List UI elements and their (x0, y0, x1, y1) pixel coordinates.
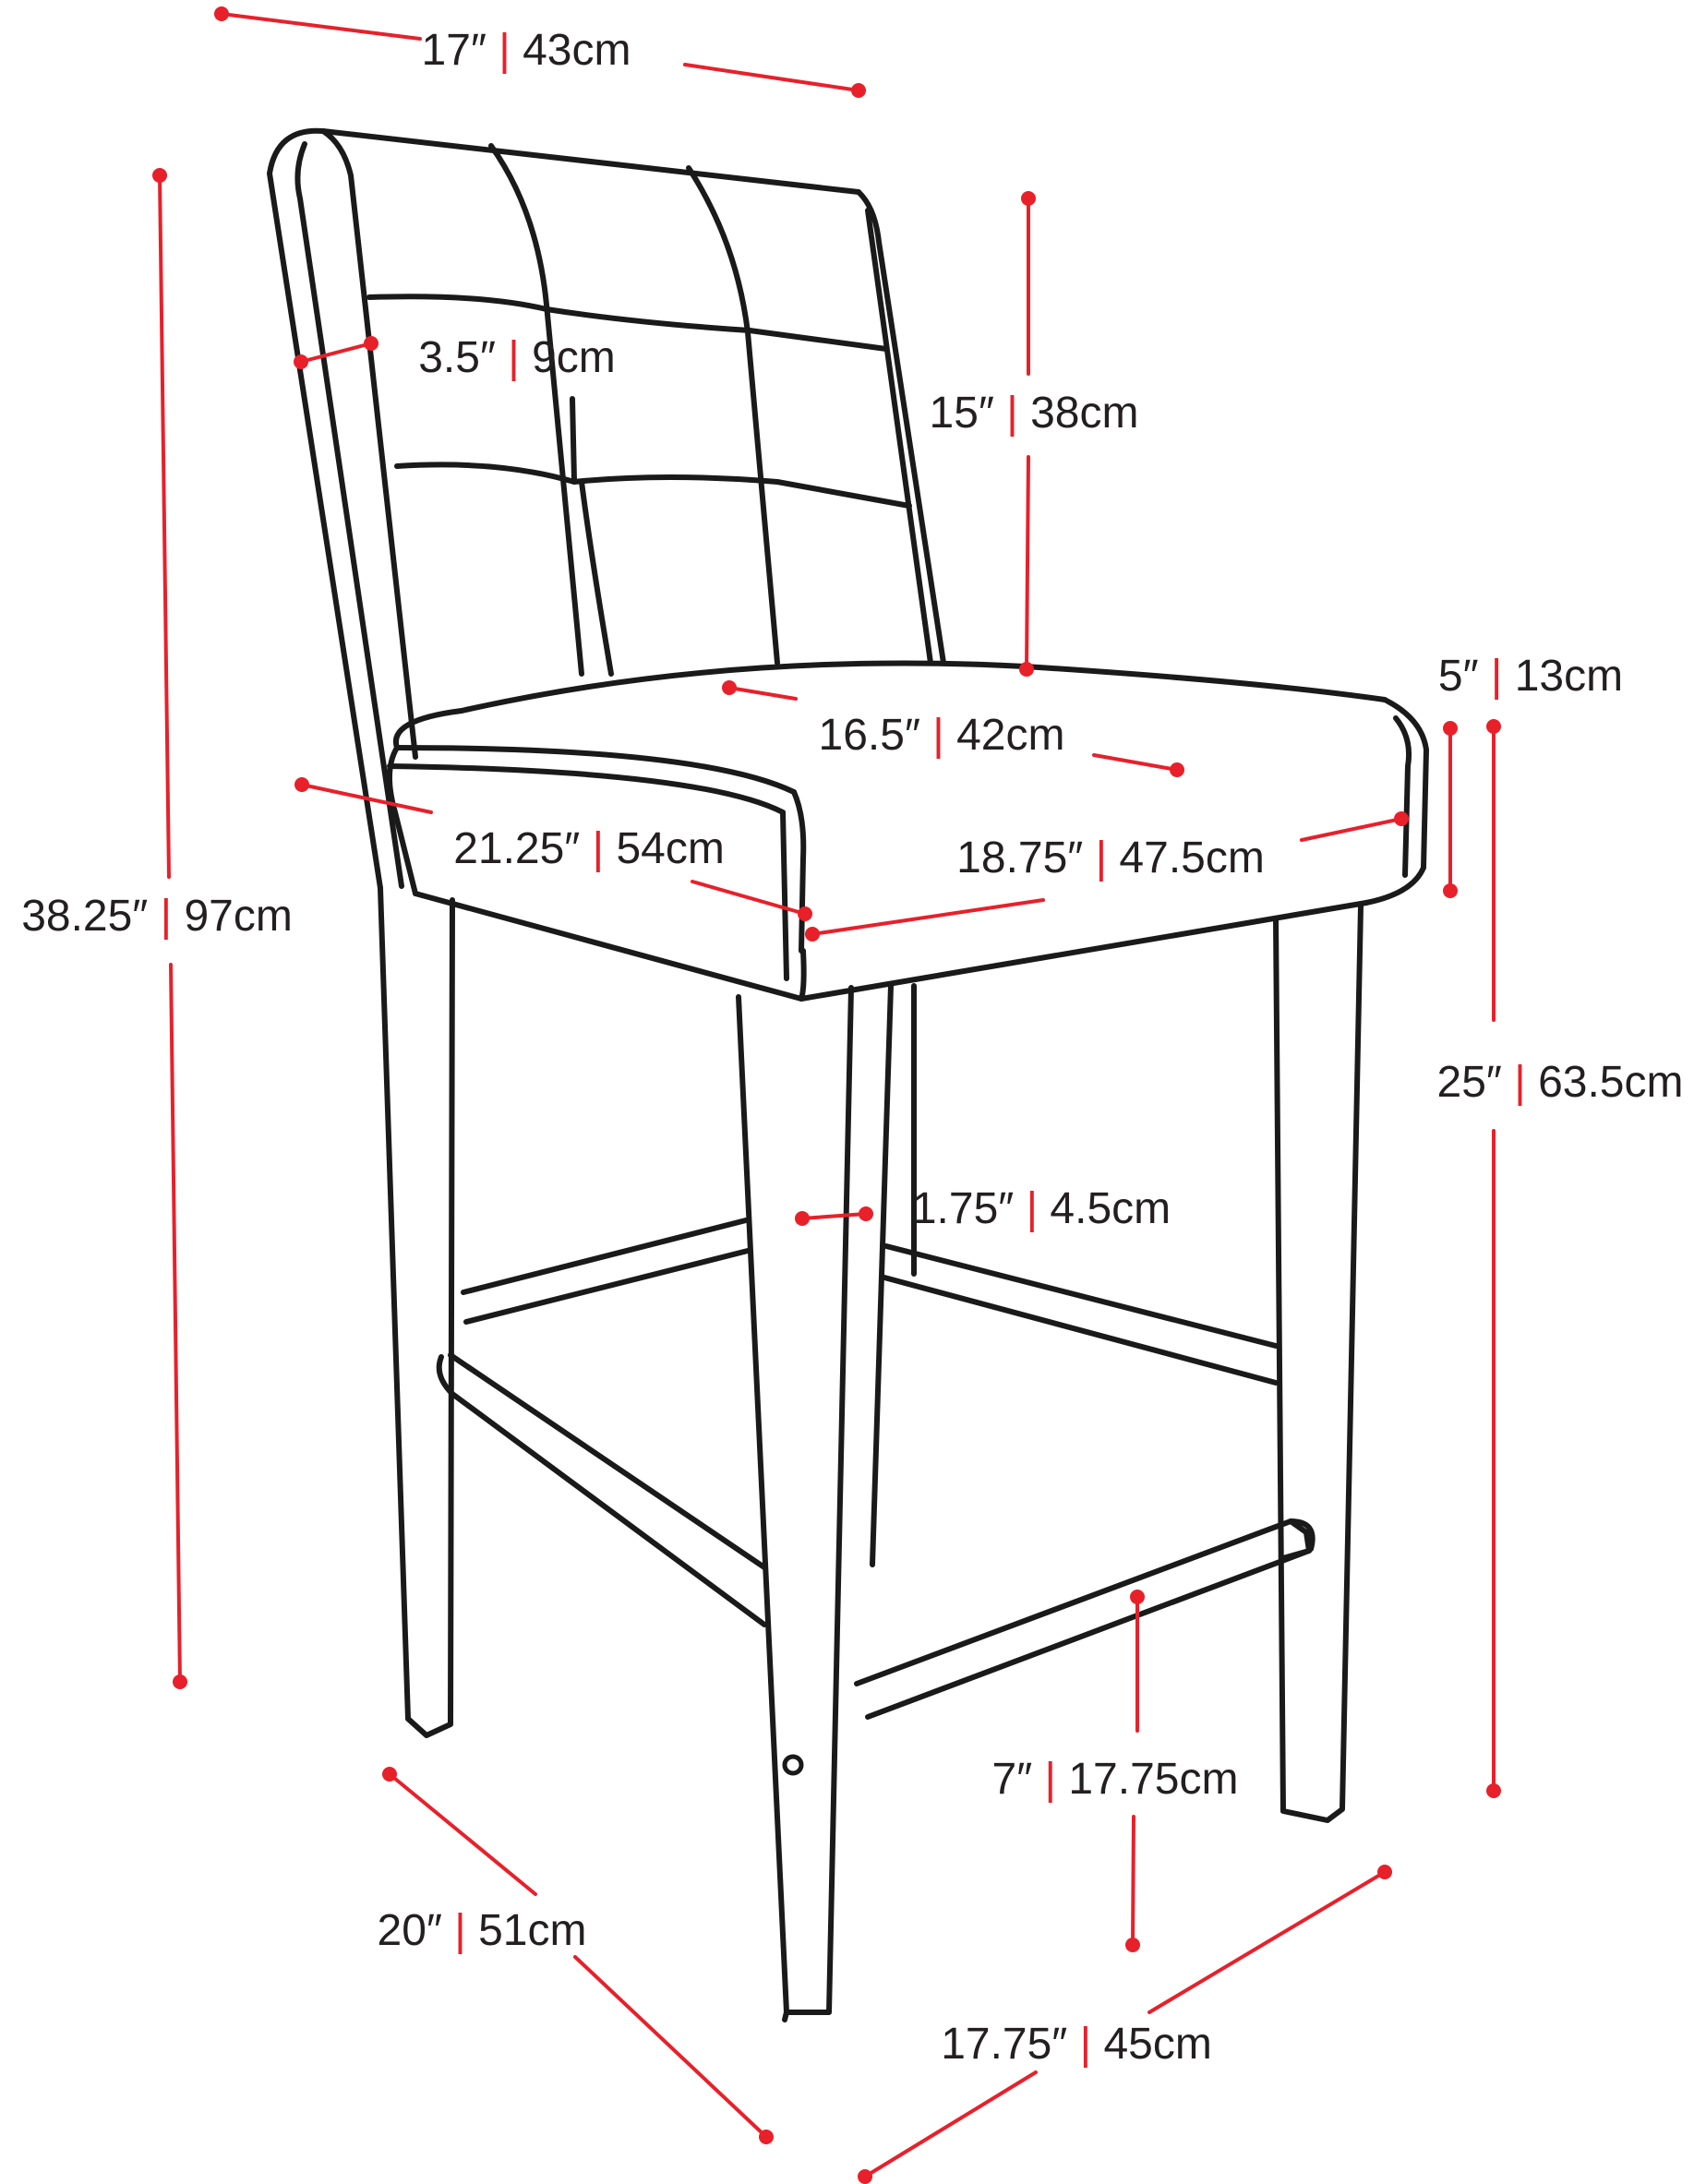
dim-metric-backrest-width: 43cm (523, 26, 631, 75)
dim-label-footrest-height: 7″ | 17.75cm (992, 1755, 1239, 1804)
dim-imperial-footrest-height: 7″ (992, 1755, 1033, 1804)
dim-label-tuft-square: 3.5″ | 9cm (418, 333, 616, 382)
dim-imperial-backrest-width: 17″ (422, 26, 487, 75)
dim-line-base-width (858, 1865, 1392, 2184)
dim-separator: | (496, 333, 532, 382)
dim-separator: | (1014, 1184, 1050, 1233)
dim-line-seat-height (1486, 719, 1501, 1798)
dim-metric-base-depth: 51cm (478, 1906, 586, 1955)
stool-stretchers (436, 1218, 1316, 1720)
dim-separator: | (580, 824, 616, 873)
dim-label-seat-depth-inner: 16.5″ | 42cm (819, 711, 1065, 760)
dim-label-overall-height: 38.25″ | 97cm (21, 892, 293, 941)
dim-line-backrest-width (214, 6, 866, 98)
dim-separator: | (487, 26, 523, 75)
dim-label-seat-height: 25″ | 63.5cm (1437, 1058, 1684, 1107)
dim-label-seat-depth-outer: 21.25″ | 54cm (453, 824, 725, 873)
dim-imperial-seat-thickness: 5″ (1438, 652, 1479, 701)
dim-label-base-depth: 20″ | 51cm (378, 1906, 587, 1955)
dim-separator: | (148, 892, 184, 941)
dim-imperial-tuft-square: 3.5″ (418, 333, 496, 382)
dim-line-seat-depth-outer (294, 777, 812, 921)
dim-line-leg-width (795, 1206, 873, 1226)
dim-label-base-width: 17.75″ | 45cm (941, 2020, 1212, 2069)
dim-imperial-seat-depth-outer: 21.25″ (453, 824, 580, 873)
dim-metric-footrest-height: 17.75cm (1068, 1755, 1238, 1804)
dim-metric-seat-depth-inner: 42cm (956, 711, 1064, 760)
dim-separator: | (920, 711, 956, 760)
dim-label-backrest-height: 15″ | 38cm (930, 389, 1139, 438)
dim-metric-seat-depth-outer: 54cm (616, 824, 724, 873)
dim-label-leg-width: 1.75″ | 4.5cm (912, 1184, 1171, 1233)
dim-imperial-base-depth: 20″ (378, 1906, 442, 1955)
dim-separator: | (1502, 1058, 1538, 1107)
dimension-lines (152, 6, 1501, 2184)
dim-metric-seat-width: 47.5cm (1119, 834, 1264, 882)
dim-imperial-seat-width: 18.75″ (956, 834, 1083, 882)
dim-imperial-leg-width: 1.75″ (912, 1184, 1014, 1233)
dim-metric-seat-height: 63.5cm (1538, 1058, 1683, 1107)
dim-imperial-backrest-height: 15″ (930, 389, 994, 438)
dim-metric-base-width: 45cm (1103, 2020, 1211, 2069)
seat-cushion (386, 660, 1429, 1002)
dim-label-backrest-width: 17″ | 43cm (422, 26, 631, 75)
dim-imperial-base-width: 17.75″ (941, 2020, 1067, 2069)
dim-line-footrest-height (1125, 1590, 1145, 1952)
dim-metric-tuft-square: 9cm (532, 333, 616, 382)
dim-separator: | (442, 1906, 478, 1955)
bar-stool-drawing (267, 127, 1429, 2022)
dim-line-seat-thickness (1443, 721, 1458, 898)
dim-label-seat-width: 18.75″ | 47.5cm (956, 834, 1265, 882)
stool-legs (378, 885, 1364, 2022)
dim-line-base-depth (382, 1767, 774, 2144)
backrest (267, 127, 946, 891)
dim-separator: | (1479, 652, 1515, 701)
dim-metric-seat-thickness: 13cm (1515, 652, 1623, 701)
dim-separator: | (1083, 834, 1119, 882)
dim-metric-overall-height: 97cm (184, 892, 292, 941)
dim-imperial-seat-depth-inner: 16.5″ (819, 711, 920, 760)
dim-imperial-overall-height: 38.25″ (21, 892, 148, 941)
dim-metric-backrest-height: 38cm (1030, 389, 1138, 438)
dim-separator: | (1067, 2020, 1103, 2069)
dim-separator: | (1032, 1755, 1068, 1804)
dim-line-tuft-square (294, 336, 378, 369)
dim-line-overall-height (152, 168, 187, 1689)
dim-line-backrest-height (1019, 191, 1036, 677)
dim-separator: | (994, 389, 1030, 438)
dim-label-seat-thickness: 5″ | 13cm (1438, 652, 1623, 701)
dim-line-seat-width (805, 811, 1409, 942)
dim-line-seat-depth-inner (722, 680, 1184, 777)
dim-metric-leg-width: 4.5cm (1050, 1184, 1171, 1233)
dim-imperial-seat-height: 25″ (1437, 1058, 1502, 1107)
